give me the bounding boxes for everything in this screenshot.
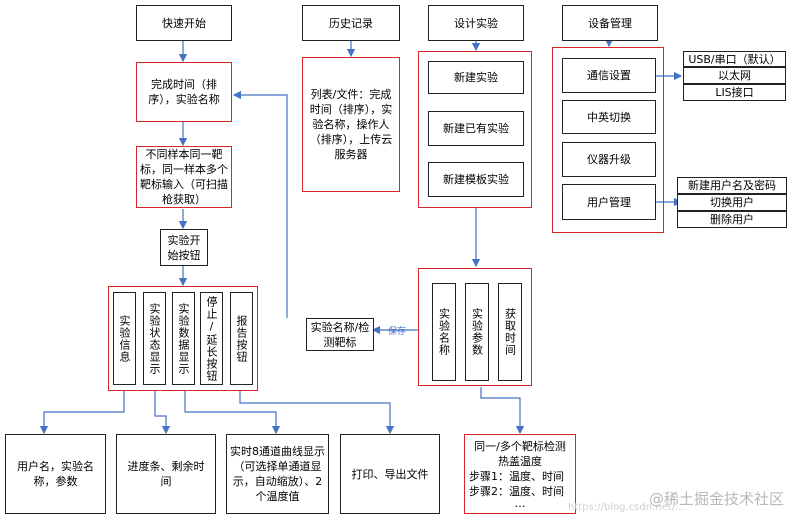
sort-box: 完成时间（排序），实验名称 [136,62,232,122]
design-group [418,51,532,208]
param-col-name: 实验名称 [432,283,456,381]
header-device: 设备管理 [562,5,658,41]
steps-step2: 步骤2：温度、时间 [469,485,564,498]
arrow-name-to-sort [232,90,288,318]
bottom-curve-box: 实时8通道曲线显示（可选择单通道显示，自动缩放）、2个温度值 [226,434,329,514]
steps-step1: 步骤1：温度、时间 [469,470,564,483]
device-comm: 通信设置 [562,58,656,93]
device-upgrade: 仪器升级 [562,142,656,177]
header-history: 历史记录 [302,5,400,41]
bottom-progress-box: 进度条、剩余时间 [116,434,216,514]
comm-opt-ethernet: 以太网 [683,67,786,84]
exp-col-stop-extend: 停止/延长按钮 [200,292,223,385]
user-opt-delete: 删除用户 [677,211,787,228]
name-target-box: 实验名称/检测靶标 [306,318,374,351]
header-design: 设计实验 [428,5,524,41]
device-lang: 中英切换 [562,100,656,134]
watermark: @稀土掘金技术社区 [648,490,784,508]
user-opt-switch: 切换用户 [677,194,787,211]
bottom-user-box: 用户名，实验名称，参数 [5,434,106,514]
comm-opt-usb: USB/串口（默认） [683,51,786,67]
exp-col-info: 实验信息 [113,292,136,385]
design-new: 新建实验 [428,61,524,94]
param-col-time: 获取时间 [498,283,522,381]
device-user: 用户管理 [562,184,656,220]
user-opt-new: 新建用户名及密码 [677,177,787,194]
arrow-report-to-print [239,391,395,435]
arrow-status-to-progress [154,391,171,435]
design-existing: 新建已有实验 [428,111,524,146]
experiment-group [108,286,258,391]
exp-col-report: 报告按钮 [230,292,253,385]
exp-col-status: 实验状态显示 [143,292,166,385]
save-label: 保存 [388,327,407,337]
param-col-params: 实验参数 [465,283,489,381]
steps-box: 同一/多个靶标检测热盖温度 步骤1：温度、时间 步骤2：温度、时间 … [464,434,576,514]
arrow-data-to-curve [184,391,281,435]
exp-col-data: 实验数据显示 [172,292,195,385]
params-group [418,268,532,386]
start-button-box: 实验开始按钮 [160,229,208,266]
steps-title: 同一/多个靶标检测热盖温度 [474,440,566,468]
bottom-print-box: 打印、导出文件 [340,434,440,514]
history-list-box: 列表/文件：完成时间（排序），实验名称，操作人（排序），上传云服务器 [302,57,400,192]
steps-more: … [514,497,526,510]
blog-watermark: https://blog.csdn.net/... [568,502,685,513]
design-template: 新建模板实验 [428,162,524,197]
header-quick-start: 快速开始 [136,5,232,41]
comm-opt-lis: LIS接口 [683,84,786,101]
multi-target-box: 不同样本同一靶标，同一样本多个靶标输入（可扫描枪获取） [136,146,232,208]
arrow-info-to-user [39,391,125,435]
device-group [552,47,664,233]
arrow-params-to-steps [480,387,525,435]
